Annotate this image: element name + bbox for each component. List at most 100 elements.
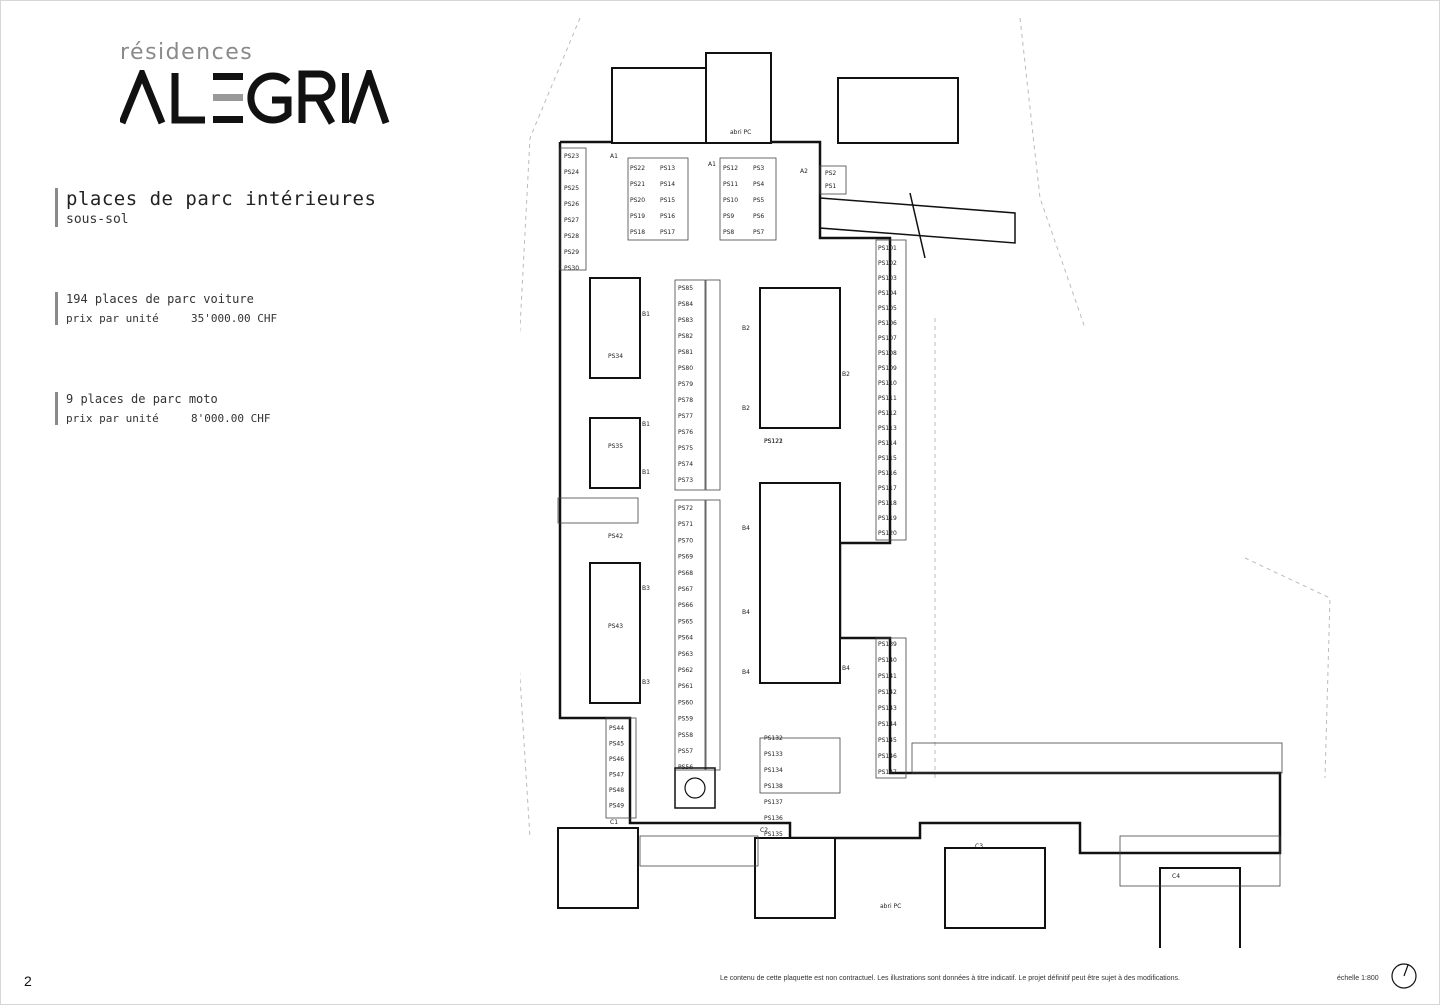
- access-label: B4: [742, 669, 750, 676]
- disclaimer: Le contenu de cette plaquette est non co…: [720, 975, 1180, 982]
- parking-spot-label: PS70: [678, 537, 693, 544]
- ramp: [819, 192, 1016, 259]
- stair-cores: [557, 52, 1241, 948]
- parking-spot-label: PS43: [608, 623, 623, 630]
- access-label: B4: [842, 665, 850, 672]
- parking-spot-label: PS15: [660, 197, 675, 204]
- parking-spot-label: PS7: [753, 229, 764, 236]
- parking-spot-label: PS2: [825, 170, 836, 177]
- parking-spot-label: PS34: [608, 353, 623, 360]
- parking-spot-label: PS44: [609, 725, 624, 732]
- parking-spot-label: PS104: [878, 290, 897, 297]
- parking-spot-label: PS16: [660, 213, 675, 220]
- parking-spot-label: PS84: [678, 301, 693, 308]
- parking-spot-label: PS75: [678, 445, 693, 452]
- parking-spot-label: PS29: [564, 249, 579, 256]
- parking-spot-label: PS13: [660, 165, 675, 172]
- brand-subtitle: résidences: [120, 40, 254, 65]
- offer-title: 9 places de parc moto: [66, 392, 218, 406]
- parking-spot-label: PS77: [678, 413, 693, 420]
- parking-spot-label: PS71: [678, 521, 693, 528]
- parking-spot-label: PS119: [878, 515, 897, 522]
- parking-spot-label: PS23: [564, 153, 579, 160]
- parking-spot-label: PS42: [608, 533, 623, 540]
- parking-spot-label: PS144: [878, 721, 897, 728]
- parking-spot-label: PS5: [753, 197, 764, 204]
- parking-spot-label: PS118: [878, 500, 897, 507]
- parking-spot-label: PS133: [764, 751, 783, 758]
- parking-spot-label: PS140: [878, 657, 897, 664]
- access-label: B2: [742, 325, 750, 332]
- parking-spot-label: PS68: [678, 570, 693, 577]
- parking-spot-label: PS47: [609, 772, 624, 779]
- parking-spot-label: PS115: [878, 455, 897, 462]
- site-boundary: [520, 18, 1331, 839]
- parking-spot-label: PS17: [660, 229, 675, 236]
- access-label: B3: [642, 679, 650, 686]
- section-subtitle: sous-sol: [66, 212, 129, 227]
- parking-spot-label: PS72: [678, 505, 693, 512]
- section-heading-block: places de parc intérieures sous-sol: [55, 188, 376, 227]
- access-label: B1: [642, 469, 650, 476]
- parking-spot-label: PS65: [678, 618, 693, 625]
- parking-spot-label: PS136: [764, 815, 783, 822]
- parking-spot-label: PS83: [678, 317, 693, 324]
- parking-spot-label: PS76: [678, 429, 693, 436]
- north-arrow-icon: [1391, 963, 1417, 989]
- parking-spot-label: PS11: [723, 181, 738, 188]
- access-label: B3: [642, 585, 650, 592]
- parking-spot-label: PS134: [764, 767, 783, 774]
- parking-spot-label: PS132: [764, 735, 783, 742]
- parking-spot-label: PS121: [764, 438, 783, 445]
- parking-spot-label: PS3: [753, 165, 764, 172]
- parking-spot-label: PS61: [678, 683, 693, 690]
- shelter-label: abri PC: [880, 903, 901, 910]
- access-label: B4: [742, 609, 750, 616]
- parking-spot-label: PS9: [723, 213, 734, 220]
- parking-spot-label: PS30: [564, 265, 579, 272]
- access-label: B2: [742, 405, 750, 412]
- parking-spot-label: PS110: [878, 380, 897, 387]
- parking-spot-label: PS74: [678, 461, 693, 468]
- parking-spot-label: PS82: [678, 333, 693, 340]
- access-label: C2: [760, 827, 768, 834]
- scale-label: échelle 1:800: [1337, 975, 1379, 982]
- parking-spot-label: PS85: [678, 285, 693, 292]
- access-label: C1: [610, 819, 618, 826]
- parking-spot-label: PS145: [878, 737, 897, 744]
- access-label: B2: [842, 371, 850, 378]
- parking-spot-label: PS6: [753, 213, 764, 220]
- parking-spot-label: PS35: [608, 443, 623, 450]
- parking-spot-label: PS106: [878, 320, 897, 327]
- parking-spot-label: PS57: [678, 748, 693, 755]
- parking-spot-label: PS141: [878, 673, 897, 680]
- parking-spot-label: PS79: [678, 381, 693, 388]
- parking-spot-label: PS22: [630, 165, 645, 172]
- parking-spot-label: PS108: [878, 350, 897, 357]
- access-label: C4: [1172, 873, 1180, 880]
- parking-spot-label: PS46: [609, 756, 624, 763]
- parking-spot-label: PS19: [630, 213, 645, 220]
- parking-spot-label: PS26: [564, 201, 579, 208]
- parking-spot-label: PS58: [678, 732, 693, 739]
- parking-spot-label: PS114: [878, 440, 897, 447]
- parking-spot-label: PS73: [678, 477, 693, 484]
- parking-spot-label: PS105: [878, 305, 897, 312]
- parking-spot-label: PS111: [878, 395, 897, 402]
- column-pillar: [674, 767, 716, 809]
- parking-spot-label: PS101: [878, 245, 897, 252]
- parking-spot-label: PS66: [678, 602, 693, 609]
- page-number: 2: [24, 973, 32, 989]
- parking-spot-label: PS143: [878, 705, 897, 712]
- parking-spot-label: PS69: [678, 554, 693, 561]
- parking-spot-label: PS107: [878, 335, 897, 342]
- parking-spot-label: PS62: [678, 667, 693, 674]
- parking-spot-label: PS12: [723, 165, 738, 172]
- parking-spot-label: PS18: [630, 229, 645, 236]
- parking-spot-label: PS10: [723, 197, 738, 204]
- parking-spot-label: PS25: [564, 185, 579, 192]
- parking-spot-label: PS139: [878, 641, 897, 648]
- parking-spot-label: PS117: [878, 485, 897, 492]
- parking-spot-label: PS122: [764, 438, 783, 445]
- access-label: C3: [975, 843, 983, 850]
